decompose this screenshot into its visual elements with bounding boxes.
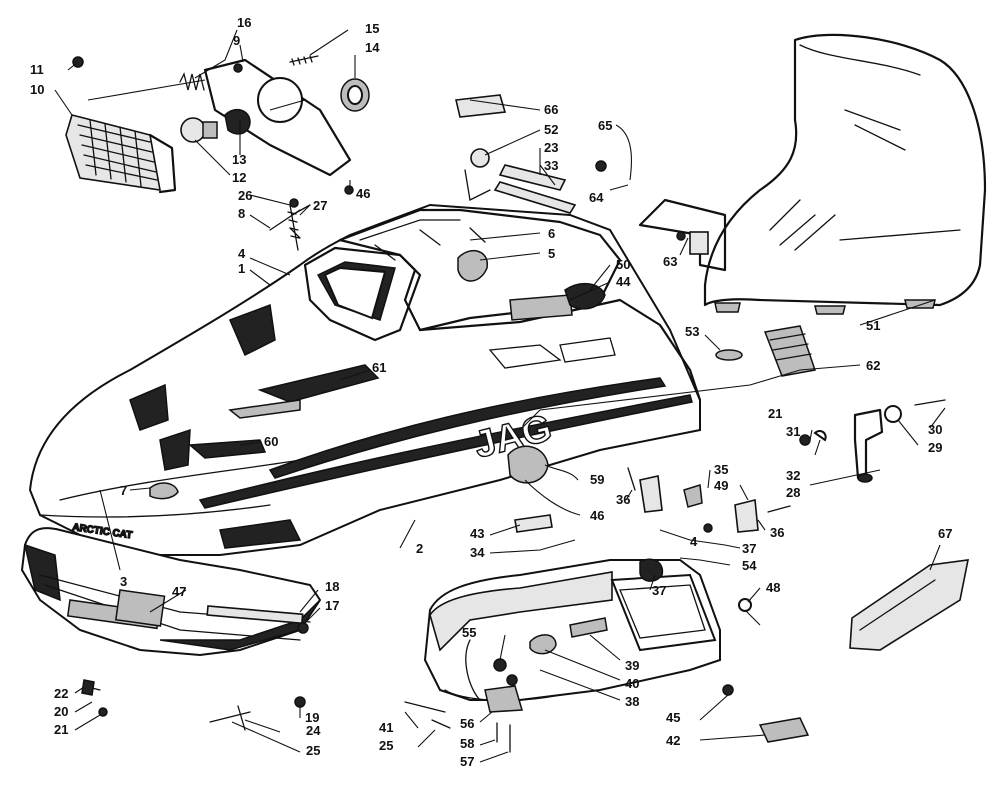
callout-14: 14 xyxy=(365,40,380,55)
callout-9: 9 xyxy=(233,33,240,48)
callout-48: 48 xyxy=(766,580,780,595)
callout-5: 5 xyxy=(548,246,555,261)
callout-54: 54 xyxy=(742,558,757,573)
callout-7: 7 xyxy=(120,483,127,498)
nose-bumper xyxy=(20,527,322,657)
hood-body xyxy=(28,203,702,556)
callout-13: 13 xyxy=(232,152,246,167)
headlight-retainer-ring xyxy=(340,78,370,112)
callout-29: 29 xyxy=(928,440,942,455)
callout-3: 3 xyxy=(120,574,127,589)
callout-33: 33 xyxy=(544,158,558,173)
callout-53: 53 xyxy=(685,324,699,339)
callout-67: 67 xyxy=(938,526,952,541)
callout-38: 38 xyxy=(625,694,639,709)
callout-31: 31 xyxy=(786,424,800,439)
leader-lines xyxy=(54,29,946,763)
callout-42: 42 xyxy=(666,733,680,748)
grille-screen xyxy=(763,325,816,377)
callout-40: 40 xyxy=(625,676,639,691)
headlight-bracket xyxy=(203,58,352,177)
callout-34: 34 xyxy=(470,545,485,560)
callout-20: 20 xyxy=(54,704,68,719)
bulb-socket xyxy=(224,108,251,135)
callout-2: 2 xyxy=(416,541,423,556)
windshield-bracket xyxy=(638,198,727,272)
callout-55: 55 xyxy=(462,625,476,640)
callout-28: 28 xyxy=(786,485,800,500)
callout-59: 59 xyxy=(590,472,604,487)
callout-63: 63 xyxy=(663,254,677,269)
callout-50: 50 xyxy=(616,257,630,272)
callout-65: 65 xyxy=(598,118,612,133)
callout-64: 64 xyxy=(589,190,604,205)
callout-8: 8 xyxy=(238,206,245,221)
callout-52: 52 xyxy=(544,122,558,137)
callout-22: 22 xyxy=(54,686,68,701)
callout-49: 49 xyxy=(714,478,728,493)
callout-37b: 37 xyxy=(652,583,666,598)
callout-4a: 4 xyxy=(238,246,246,261)
callout-21a: 21 xyxy=(54,722,68,737)
callout-18: 18 xyxy=(325,579,339,594)
callout-17: 17 xyxy=(325,598,339,613)
callout-labels: 1 2 3 4 4 5 6 7 8 9 10 11 12 13 14 15 16… xyxy=(30,15,952,769)
windshield xyxy=(703,33,987,315)
callout-24: 24 xyxy=(306,723,321,738)
callout-25b: 25 xyxy=(379,738,393,753)
small-fasteners xyxy=(72,56,686,241)
hood-latch-assembly xyxy=(799,399,946,483)
callout-51: 51 xyxy=(866,318,880,333)
callout-35: 35 xyxy=(714,462,728,477)
callout-58: 58 xyxy=(460,736,474,751)
callout-30: 30 xyxy=(928,422,942,437)
callout-60: 60 xyxy=(264,434,278,449)
callout-15: 15 xyxy=(365,21,379,36)
callout-23: 23 xyxy=(544,140,558,155)
callout-46b: 46 xyxy=(590,508,604,523)
callout-11: 11 xyxy=(30,62,44,77)
callout-57: 57 xyxy=(460,754,474,769)
callout-46a: 46 xyxy=(356,186,370,201)
callout-25a: 25 xyxy=(306,743,320,758)
callout-39: 39 xyxy=(625,658,639,673)
adjuster-spring xyxy=(179,72,205,91)
callout-41: 41 xyxy=(379,720,393,735)
callout-61: 61 xyxy=(372,360,386,375)
callout-66: 66 xyxy=(544,102,558,117)
callout-36a: 36 xyxy=(616,492,630,507)
pads-and-plates xyxy=(514,349,810,743)
lower-fasteners xyxy=(81,622,523,753)
bumper-strip xyxy=(206,605,304,625)
callout-21b: 21 xyxy=(768,406,782,421)
headlight-bulb xyxy=(180,117,218,143)
callout-43: 43 xyxy=(470,526,484,541)
callout-36b: 36 xyxy=(770,525,784,540)
callout-6: 6 xyxy=(548,226,555,241)
dash-strips xyxy=(493,164,577,214)
headlight-assembly xyxy=(65,114,177,194)
callout-62: 62 xyxy=(866,358,880,373)
callout-47: 47 xyxy=(172,584,186,599)
callout-16: 16 xyxy=(237,15,251,30)
callout-44: 44 xyxy=(616,274,631,289)
callout-45: 45 xyxy=(666,710,680,725)
callout-12: 12 xyxy=(232,170,246,185)
side-liner xyxy=(849,559,970,651)
headlight-screw xyxy=(289,55,319,66)
callout-19: 19 xyxy=(305,710,319,725)
adjuster-screw xyxy=(287,204,300,251)
callout-4b: 4 xyxy=(690,534,698,549)
callout-32: 32 xyxy=(786,468,800,483)
decal-label xyxy=(455,94,507,201)
callout-26: 26 xyxy=(238,188,252,203)
callout-1: 1 xyxy=(238,261,245,276)
callout-10: 10 xyxy=(30,82,44,97)
pivot-bolt xyxy=(269,204,311,239)
callout-27: 27 xyxy=(313,198,327,213)
callout-56: 56 xyxy=(460,716,474,731)
callout-37a: 37 xyxy=(742,541,756,556)
